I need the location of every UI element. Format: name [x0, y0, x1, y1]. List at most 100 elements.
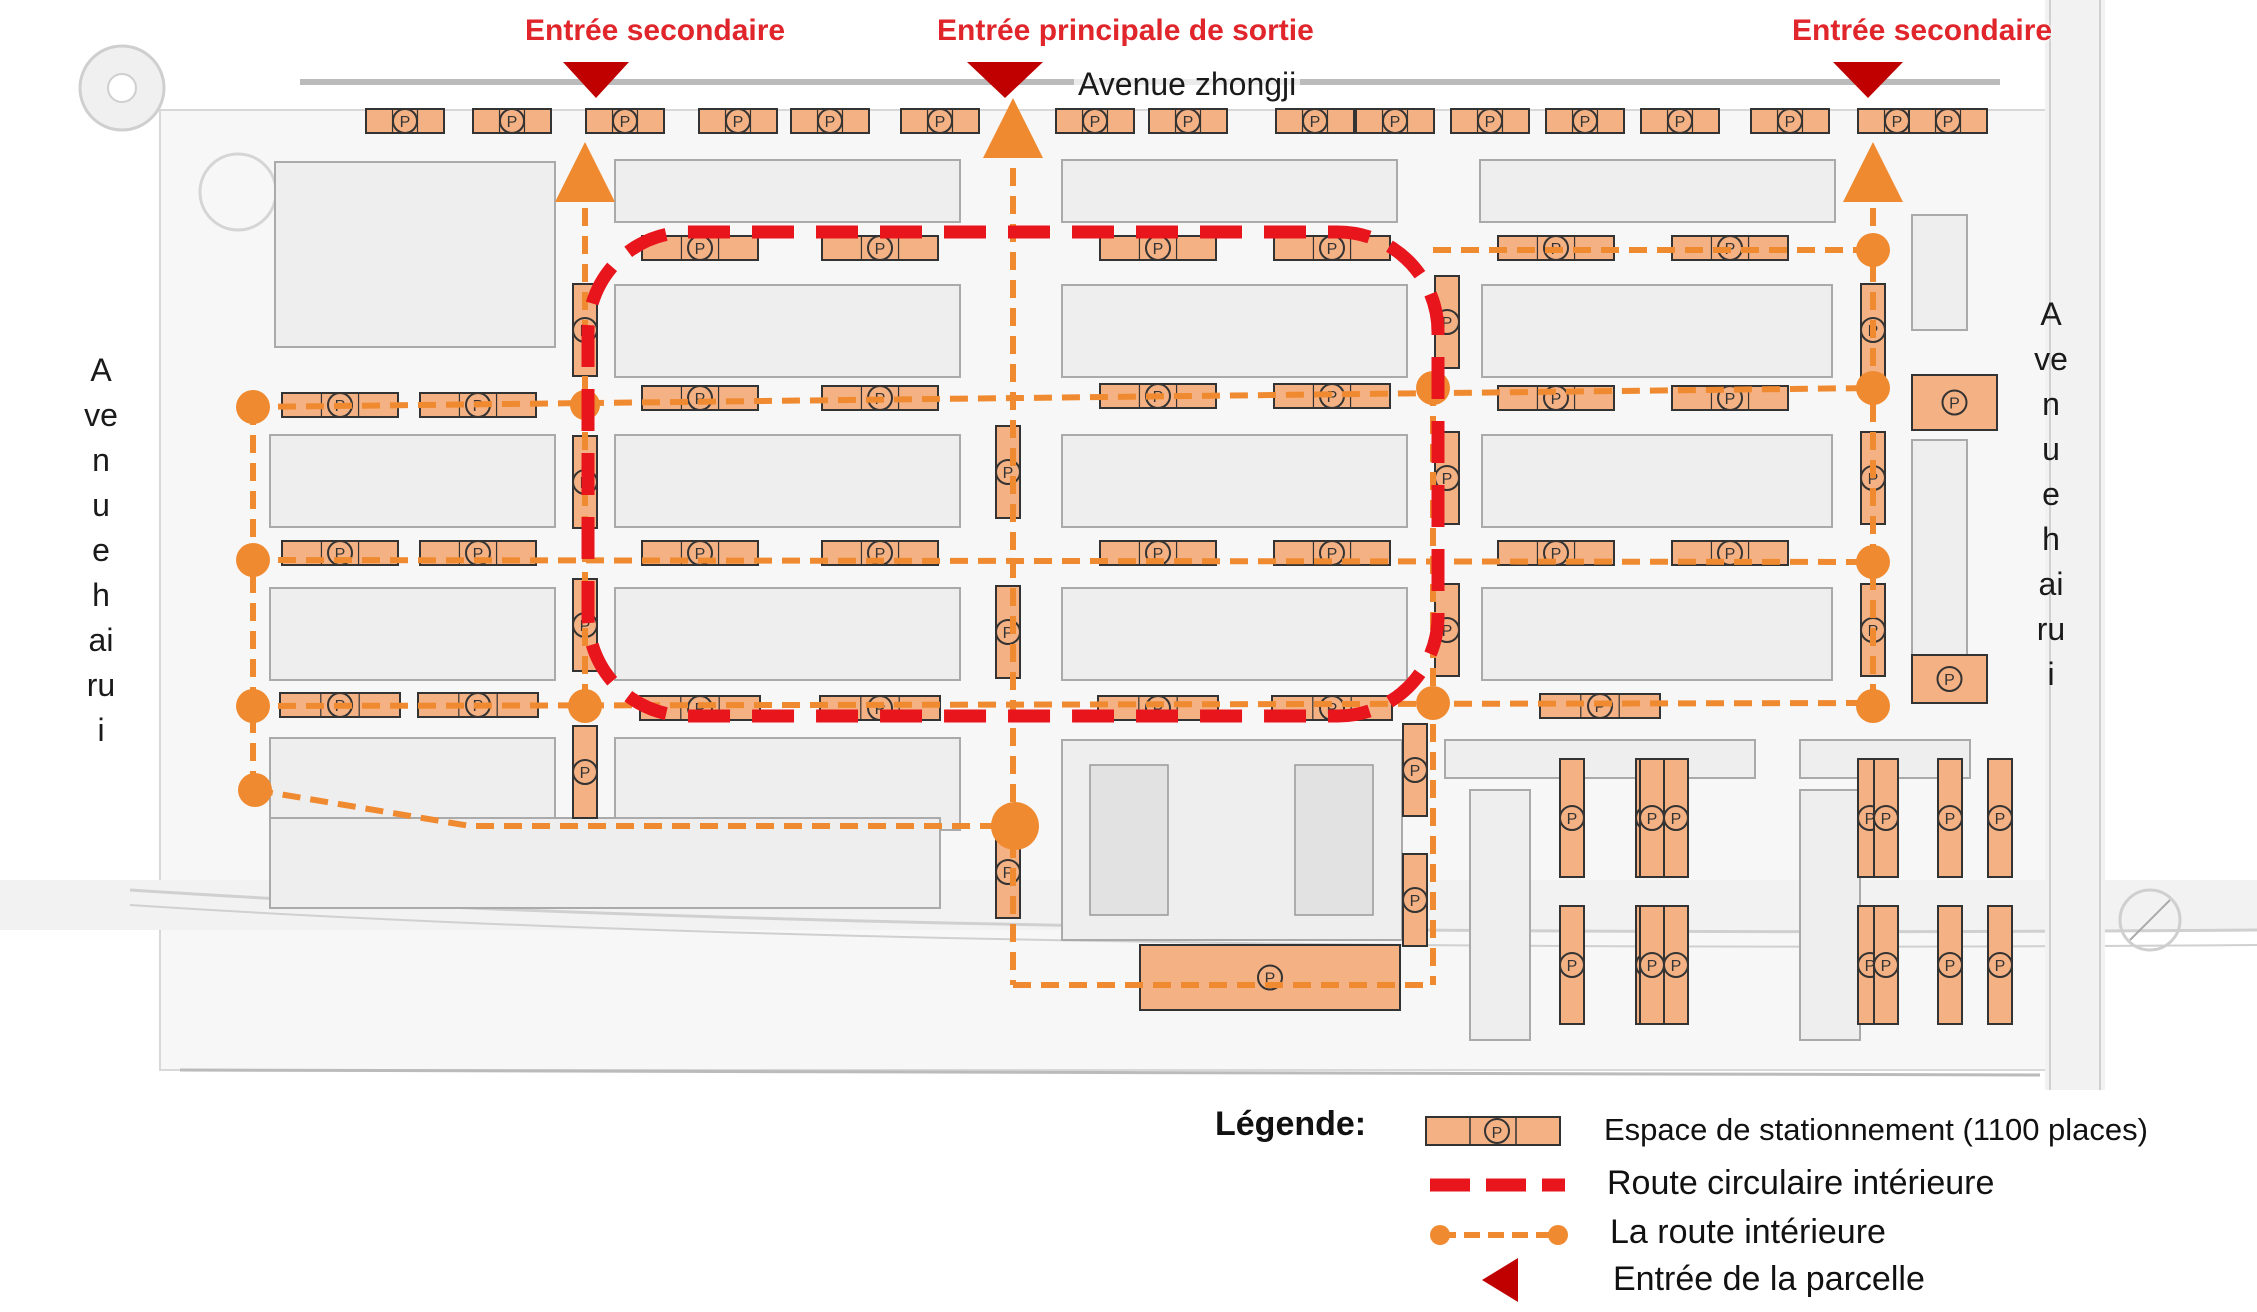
parking-symbol: P [1943, 114, 1954, 131]
parking-lot: P [1139, 944, 1401, 1011]
building [614, 284, 961, 378]
parking-symbol: P [1442, 623, 1453, 640]
east-letter: i [2047, 656, 2055, 692]
parking-symbol: P [1090, 114, 1101, 131]
svg-text:P: P [1492, 1125, 1503, 1142]
parking-symbol: P [1003, 625, 1014, 642]
parking-symbol: P [1892, 114, 1903, 131]
parking-symbol: P [1868, 471, 1879, 488]
parking-symbol: P [935, 114, 946, 131]
parking-symbol: P [400, 114, 411, 131]
parking-symbol: P [1442, 315, 1453, 332]
parking-symbol: P [473, 546, 484, 563]
parking-symbol: P [1671, 958, 1682, 975]
entrance-center-icon [967, 62, 1043, 98]
building [269, 587, 556, 681]
parking-symbol: P [1675, 114, 1686, 131]
parking-lot: P [1402, 723, 1428, 817]
parking-lot: P [1275, 108, 1355, 134]
building [1481, 587, 1833, 681]
west-letter: e [92, 532, 110, 568]
building [269, 817, 941, 909]
parking-symbol: P [1003, 865, 1014, 882]
building [614, 159, 961, 223]
building [1911, 214, 1968, 331]
parking-icon [1937, 805, 1963, 831]
inner-road-arrows [555, 98, 1903, 202]
parking-icon [1663, 805, 1689, 831]
parking-lot: P [585, 108, 665, 134]
parking-icon [817, 108, 843, 134]
building [614, 737, 961, 831]
legend-parking-label: Espace de stationnement (1100 places) [1604, 1112, 2148, 1147]
parking-icon [1937, 952, 1963, 978]
parking-symbol: P [580, 618, 591, 635]
parking-symbol: P [1865, 811, 1876, 828]
parking-symbol: P [695, 241, 706, 258]
parking-symbol: P [1881, 811, 1892, 828]
building [1444, 739, 1756, 779]
parking-symbol: P [1390, 114, 1401, 131]
parking-lot: P [1402, 853, 1428, 947]
parking-lot: P [1663, 905, 1689, 1025]
parking-icon [1935, 108, 1961, 134]
parking-symbol: P [1153, 241, 1164, 258]
parking-symbol: P [1595, 699, 1606, 716]
east-letter: ru [2036, 611, 2066, 647]
parking-icon [1873, 805, 1899, 831]
east-letter: A [2040, 296, 2062, 332]
parking-icon [1402, 757, 1428, 783]
entrance-right-label: Entrée secondaire [1792, 14, 2053, 47]
parking-lot: P [1911, 654, 1988, 704]
parking-lot: P [1987, 905, 2013, 1025]
parking-lot: P [1911, 374, 1998, 431]
parking-icon [1987, 952, 2013, 978]
parking-lot: P [1559, 905, 1585, 1025]
east-letter: ai [2038, 566, 2064, 602]
building [1481, 284, 1833, 378]
parking-lot: P [1937, 758, 1963, 878]
parking-lot: P [1434, 275, 1460, 369]
parking-symbol: P [1327, 241, 1338, 258]
entrance-left-icon [563, 62, 629, 98]
parking-lot: P [995, 425, 1021, 519]
parking-lot: P [1987, 758, 2013, 878]
entrance-left-label: Entrée secondaire [525, 14, 786, 47]
parking-symbol: P [507, 114, 518, 131]
building [614, 587, 961, 681]
parking-symbol: P [620, 114, 631, 131]
parking-lot: P [1937, 905, 1963, 1025]
parking-lot: P [1639, 758, 1665, 878]
parking-symbol: P [1003, 465, 1014, 482]
building [1469, 789, 1531, 1041]
parking-lot: P [1559, 758, 1585, 878]
street-north-label: Avenue zhongji [1074, 66, 1301, 103]
parking-symbol: P [1725, 546, 1736, 563]
west-letter: n [92, 442, 110, 478]
parking-icon [1559, 805, 1585, 831]
parking-lot: P [1148, 108, 1228, 134]
building [274, 161, 556, 348]
parking-symbol: P [1327, 389, 1338, 406]
parking-lot: P [821, 235, 939, 261]
parking-symbol: P [580, 765, 591, 782]
parking-symbol: P [1327, 546, 1338, 563]
parking-lot: P [1873, 758, 1899, 878]
parking-lot: P [1873, 905, 1899, 1025]
legend-graphics: P [1425, 1116, 1568, 1302]
entrance-center-label: Entrée principale de sortie [937, 14, 1314, 47]
parking-lot: P [572, 725, 598, 819]
building [269, 737, 556, 831]
parking-symbol: P [695, 546, 706, 563]
parking-lot: P [641, 540, 759, 566]
parking-symbol: P [1949, 396, 1960, 413]
parking-symbol: P [1671, 811, 1682, 828]
parking-symbol: P [1410, 893, 1421, 910]
parking-icon [1082, 108, 1108, 134]
parking-lot: P [1273, 235, 1391, 261]
parking-symbol: P [1580, 114, 1591, 131]
parking-icon [1873, 952, 1899, 978]
east-letter: n [2042, 386, 2060, 422]
